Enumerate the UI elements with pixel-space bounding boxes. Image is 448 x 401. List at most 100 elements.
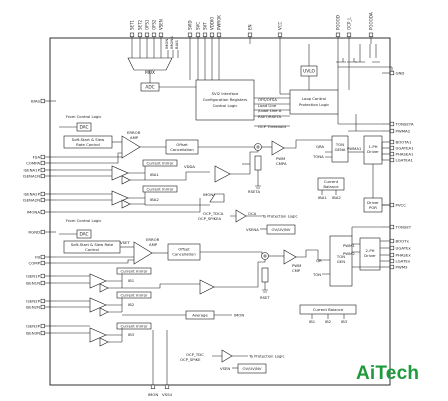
pin-label-pgooda: PGOODA [369,12,374,30]
pin-tonseta: TONSETA [389,121,414,126]
offset-cancel-a-1: Offset [176,142,188,147]
pin-label-isen1p: ISEN1P [26,273,40,278]
svi2-sig-rset: RSET/RSETA [258,114,282,119]
pin-label-compa: COMPA [26,160,40,165]
chip-outline [49,37,391,386]
current-balance-b-label: Current Balance [313,307,344,312]
loop-control-title: Loop Control [302,96,326,101]
pin-set1: SET1 [130,19,135,37]
pin-label-vcc: VCC [278,21,283,30]
current-mirror-b1-label: Current mirror [120,269,148,274]
loop-control-block [289,89,339,115]
ovuvnv-b [237,363,267,374]
iba2-bottom: IBA2 [332,195,341,200]
pin-svid: SVID [188,20,193,37]
svi2-line3: Control Logic [213,103,238,108]
pin-label-isena1p: ISENA1P [24,167,41,172]
pin-isen2n: ISEN2N [26,304,45,309]
pin-label-imon: IMON [148,392,159,397]
to-protection-a: To Protection Logic [261,214,298,219]
error-amp-a-1: ERROR [127,130,141,135]
soft-start-b-2: Control [85,247,99,252]
vsena-label: VSENA [246,227,259,232]
pin-isen3n: ISEN3N [26,330,45,335]
pin-label-tonset: TONSET [395,224,412,229]
pin-label-phasea1: PHASEA1 [396,151,415,156]
pin-label-lgatex: LGATEx [396,258,411,263]
ib2-bottom: IB2 [325,319,332,324]
pin-isena2n: ISENA2N [23,197,45,202]
pin-label-isena2p: ISENA2P [24,191,41,196]
ton-gen [329,235,353,287]
pin-vddio: VDDIO [210,17,215,37]
pin-wires [44,36,393,385]
csa-a2 [111,190,129,206]
pin-imona: IMONA [27,209,45,214]
pin-label-isen2p: ISEN2P [26,298,40,303]
ocp-a-comp [235,209,247,223]
svi2-sig-ocp: OCP Threshold [258,124,286,129]
pin-isen1n: ISEN1N [26,280,45,285]
pin-label-svid: SVID [188,20,193,30]
pin-fb: FB [35,254,45,259]
driver-2ph-1: 2-PH [366,248,375,253]
pin-label-phasex: PHASEx [396,252,412,257]
offset-cancel-a-2: Cancellation [170,147,194,152]
ton-label: TON [312,272,321,277]
vset-label: VSET [120,240,130,245]
ib1-label: IB1 [128,278,135,283]
pin-pwm3: PWM3 [389,264,408,269]
svi2-sig-loadline-a: /Load Line A [258,108,282,113]
pin-en: EN [248,24,253,37]
pin-pwrok: PWROK [217,15,222,37]
current-mirror-b3-label: Current mirror [120,324,148,329]
ib3-label: IB3 [128,332,135,337]
pin-label-bias: BIAS [31,98,40,103]
pin-label-isen3n: ISEN3N [26,330,40,335]
pin-label-pgood: PGOOD [336,15,341,30]
pin-isen2p: ISEN2P [26,298,45,303]
pin-isen3p: ISEN3P [26,323,45,328]
vdda-amp [214,165,231,183]
ton-gen-2: GEN [337,259,345,264]
pin-label-set2: SET2 [138,19,143,30]
uvlo-label: UVLO [303,69,315,75]
mux-input-imona: IMONA [169,36,174,49]
iba1-label: IBA1 [150,172,159,177]
ocp-tdca: OCP_TDCA [203,211,224,216]
iba1-bottom: IBA1 [318,195,327,200]
mux-input-bias: BIAS [174,40,179,49]
pin-isena2p: ISENA2P [24,191,45,196]
pin-isena1p: ISENA1P [24,167,45,172]
error-amp-b-2: AMP [149,242,158,247]
vdda-imona-label: IMONA [203,192,216,197]
pwm-cmpa-2: CMPA [276,161,287,166]
pin-pgood: PGOOD [336,15,341,37]
pin-isena1n: ISENA1N [23,173,45,178]
pin-vsen: VSEN [159,19,164,37]
pin-isen1p: ISEN1P [26,273,45,278]
pin-bootx: BOOTx [389,238,410,243]
pin-label-ofs1: OFS1 [145,19,150,30]
loop-control-sub: Protection Logic [299,102,329,107]
pin-phasex: PHASEx [389,252,412,257]
pin-vcc: VCC [278,21,283,37]
rseta-res [254,155,262,171]
pin-ugatex: UGATEx [389,245,412,250]
current-mirror-a2-label: Current mirror [146,187,174,192]
pin-pvcc: PVCC [389,202,406,207]
pin-pgooda: PGOODA [369,12,374,37]
oca-label: OCA [248,211,257,216]
rset-label: RSET [260,295,270,300]
current-mirror-a1-label: Current mirror [146,161,174,166]
pin-label-svt: SVT [203,22,208,30]
svi2-line2: Configuration Registers [203,97,248,102]
driver-1ph-2: Driver [367,149,379,154]
pin-label-svc: SVC [196,22,201,30]
ton-gen-1: TON [336,254,345,259]
tona-label: TONA [312,154,324,159]
pin-label-isen3p: ISEN3P [26,323,40,328]
dac-a-label: DAC [79,125,88,131]
adc-label: ADC [145,85,154,91]
